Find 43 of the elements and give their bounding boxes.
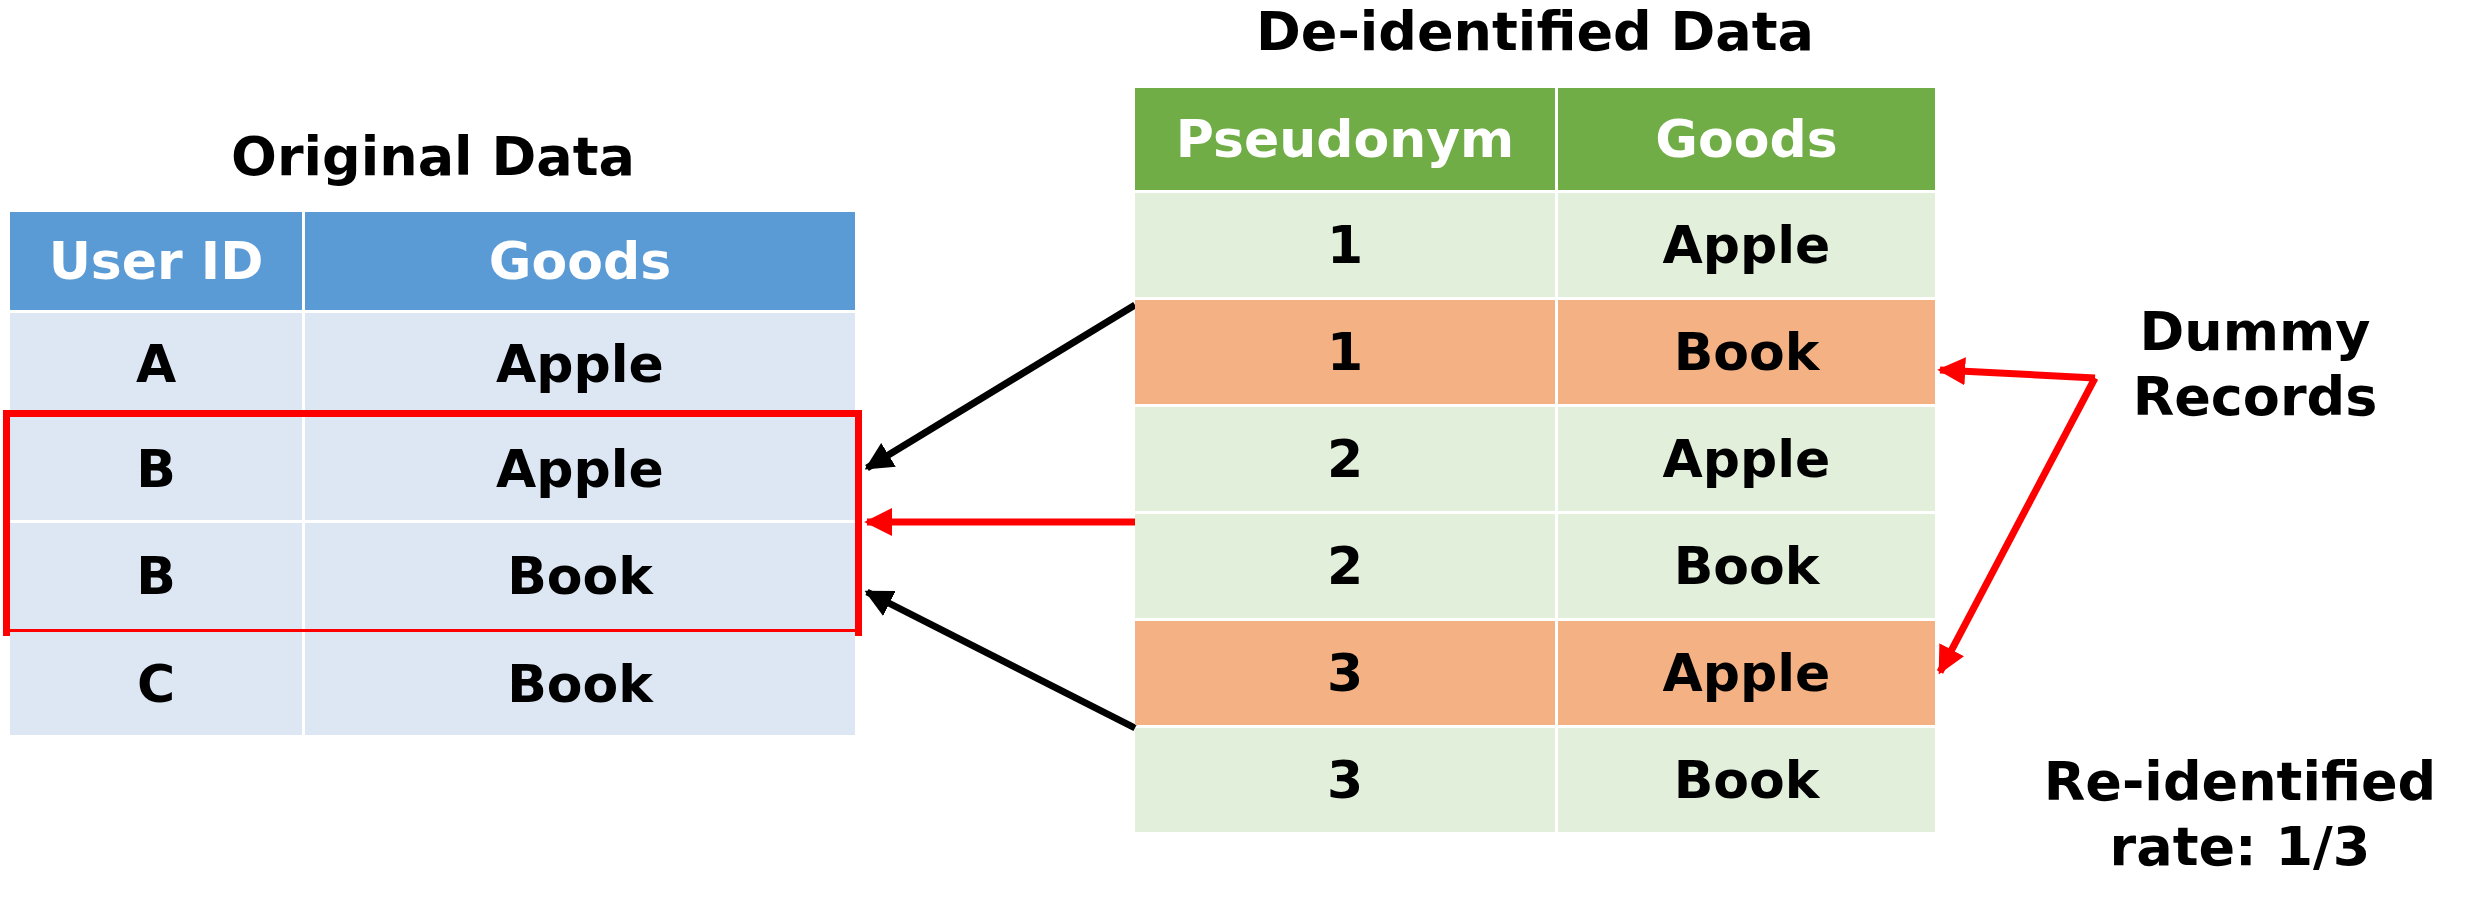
highlight-frame — [3, 410, 862, 636]
note-text: Re-identified rate: 1/3 — [2042, 750, 2438, 880]
arrow — [1937, 357, 2096, 386]
arrow — [864, 508, 1135, 536]
table-cell: Apple — [1558, 193, 1935, 297]
table-cell: User ID — [10, 212, 302, 310]
table-cell: Book — [1558, 728, 1935, 832]
table-row — [10, 632, 855, 735]
table-title: De-identified Data — [1254, 0, 1815, 63]
table-cell: Book — [1558, 514, 1935, 618]
table-cell: 1 — [1135, 300, 1555, 404]
table-title: Original Data — [230, 125, 636, 188]
callout-text: Dummy Records — [2095, 300, 2415, 450]
table-cell: C — [10, 632, 302, 735]
table-cell: 1 — [1135, 193, 1555, 297]
table-row — [1135, 621, 1935, 725]
table-row — [10, 417, 855, 520]
arrow — [864, 302, 1137, 471]
table-cell: Apple — [1558, 407, 1935, 511]
table-row — [1135, 88, 1935, 190]
table-cell: B — [10, 417, 302, 520]
table-cell: Apple — [1558, 621, 1935, 725]
table-cell: B — [10, 523, 302, 629]
table-row — [1135, 514, 1935, 618]
table-cell: Pseudonym — [1135, 88, 1555, 190]
table-cell: Apple — [305, 417, 855, 520]
table-row — [1135, 300, 1935, 404]
table-cell: Goods — [305, 212, 855, 310]
arrow — [1936, 376, 2099, 675]
table-row — [1135, 193, 1935, 297]
arrow — [864, 588, 1137, 732]
table-row — [1135, 407, 1935, 511]
table-cell: Book — [1558, 300, 1935, 404]
table-row — [1135, 728, 1935, 832]
table-cell: 2 — [1135, 514, 1555, 618]
table-cell: 3 — [1135, 728, 1555, 832]
table-cell: 2 — [1135, 407, 1555, 511]
table-row — [10, 212, 855, 310]
table-cell: Book — [305, 632, 855, 735]
table-cell: 3 — [1135, 621, 1555, 725]
table-row — [10, 523, 855, 629]
table-cell: Goods — [1558, 88, 1935, 190]
table-cell: Book — [305, 523, 855, 629]
